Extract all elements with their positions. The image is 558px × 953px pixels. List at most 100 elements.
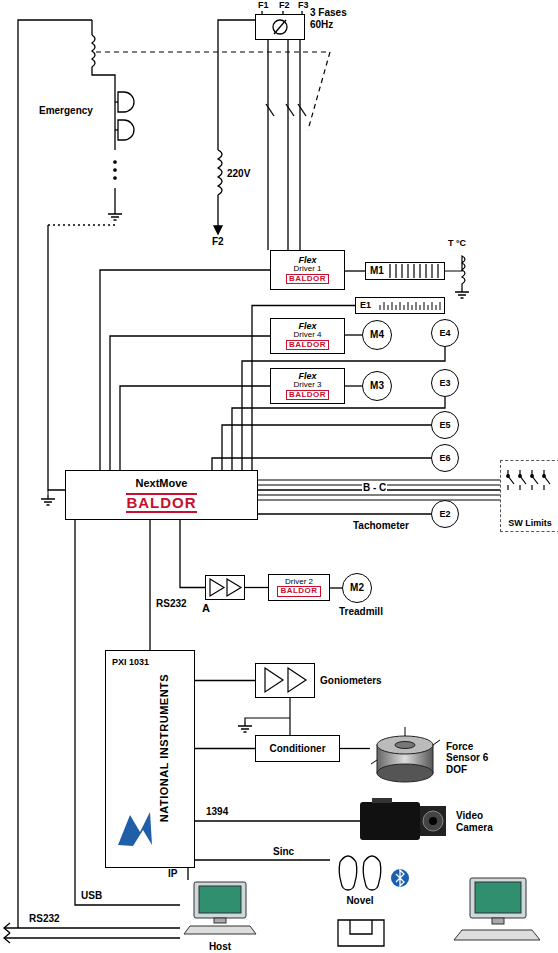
node-text: E3 [439,378,450,388]
bluetooth-icon [391,869,409,887]
novel-insoles-picture [339,856,357,890]
video-camera: Video Camera [360,798,450,844]
wire-line [149,520,150,650]
phase-symbol [274,20,286,34]
motor-windings [395,264,396,278]
node-text: A [202,602,210,615]
wire-line [195,820,360,821]
encoder-circle: E2 [431,500,459,528]
motor-circle: M3 [362,371,392,401]
amplifier-symbol [210,579,224,596]
part-label: F2 [211,236,225,248]
wire-line [232,397,445,470]
scale-tick [388,305,389,310]
power-wires [298,104,306,116]
rs232-host-wire [4,937,180,938]
amplifier-symbol [227,579,241,596]
scale-tick [440,302,441,310]
force-sensor-picture [405,727,406,736]
limit-switches [258,479,500,480]
wire-connector [195,860,330,861]
wire-connector [222,425,431,470]
scale-tick [416,302,417,310]
phase-symbol [273,20,287,34]
node-text: NATIONAL INSTRUMENTS [158,674,171,822]
goniometer-amplifiers [265,668,283,692]
emergency-circuit [91,20,92,35]
power-wires [267,40,268,250]
emergency-circuit [118,92,134,112]
encoder-circle: E5 [431,411,459,439]
node-text: BALDOR [286,340,329,351]
node-text: Video Camera [456,810,516,833]
wire-line [345,334,362,335]
node-text: Conditioner [269,743,325,755]
power-wires [218,20,255,150]
novel-insoles-picture [363,856,381,890]
signal-label: B - C [362,482,387,494]
contactor-link [96,52,330,130]
motor-circle: M2 [342,573,372,603]
motor-windings [425,264,426,278]
emergency-circuit [114,161,116,163]
emergency-circuit [114,177,116,179]
limit-switches [519,475,522,478]
part-label: T °C [447,238,467,248]
wire-line [245,587,268,588]
right-computer-picture [454,878,540,940]
wire-connector [330,588,342,589]
ni-logo [118,812,152,846]
emergency-circuit [18,20,134,928]
ground-wire [48,490,49,495]
bluetooth-icon [396,870,404,886]
motor-circle: M4 [362,320,392,350]
video-camera-picture [372,798,392,803]
limit-switches [543,475,546,478]
limit-switches [258,499,500,500]
node-text: Novel [346,895,373,907]
contactor-link [96,52,330,130]
rs232-host-wire [4,923,180,943]
node-text: Driver 2 [285,578,313,586]
wire-connector [100,270,270,470]
motor-windings [431,264,432,278]
wire-connector [195,748,255,749]
right-computer-picture [470,878,526,918]
driver-box: FlexDriver 1BALDOR [270,250,345,290]
node-text: E1 [360,300,371,310]
node-text: Driver 1 [293,265,321,273]
node-text: E4 [439,328,450,338]
scale-tick [432,302,433,310]
scale-tick [396,305,397,310]
goniometer-box: Goniometers [255,663,315,698]
conditioner-box: Conditioner [255,735,340,762]
wire-connector [110,336,270,470]
driver-box: Driver 2BALDOR [268,574,330,601]
scale-tick [384,302,385,310]
emergency-circuit [48,224,115,225]
motor-windings [437,264,438,278]
force-sensor-picture [377,764,433,782]
novel-insoles-picture [338,920,384,946]
rs232-host-wire [4,933,10,943]
video-camera-picture [429,817,437,825]
host-computer-picture [184,882,256,934]
emergency-circuit [118,120,134,140]
scale-tick [404,305,405,310]
node-text: E6 [439,453,450,463]
wire-connector [180,520,205,588]
node-text: Host [209,941,231,953]
wire-line [180,520,205,588]
wire-line [340,748,370,749]
host-computer-picture [184,926,256,934]
rs232-host-wire [4,923,10,933]
wire-connector [195,821,360,822]
limit-switches [507,475,510,478]
video-camera-picture [420,806,446,836]
limit-switches [258,494,500,495]
right-computer-picture [454,930,540,940]
node-text: BALDOR [277,586,320,597]
part-label: F2 [278,0,291,10]
